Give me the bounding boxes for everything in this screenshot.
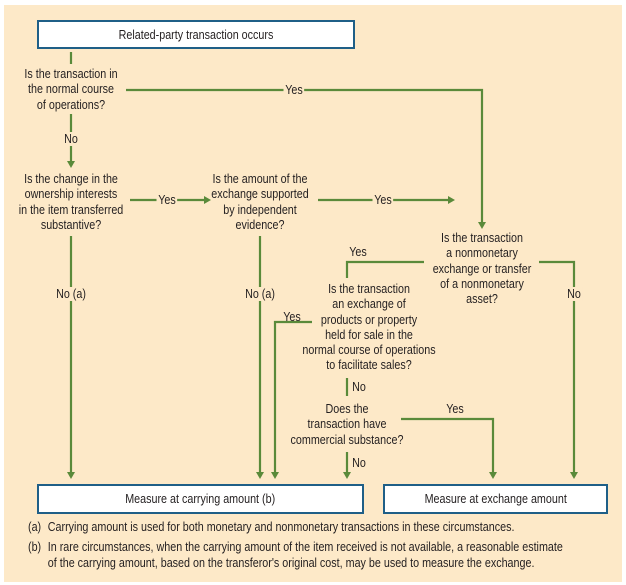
question-line: transaction have (307, 417, 387, 432)
arrowhead-down-icon (343, 472, 351, 479)
question-line: asset? (466, 292, 498, 307)
connector-q6-yes (401, 417, 495, 472)
label-q2-yes: Yes (156, 193, 178, 207)
footnote-key: (a) (28, 520, 42, 534)
outcome-carrying-amount: Measure at carrying amount (b) (37, 484, 364, 514)
start-text: Related-party transaction occurs (118, 27, 274, 42)
label-q5-yes: Yes (283, 310, 301, 324)
footnote-key: (b) (28, 540, 42, 554)
outcome-carrying-text: Measure at carrying amount (b) (125, 492, 276, 506)
label-q4-yes: Yes (349, 245, 367, 259)
footnote-text: Carrying amount is used for both monetar… (47, 520, 515, 534)
arrowhead-right-icon (204, 196, 211, 204)
connector-q1-yes (126, 88, 484, 222)
question-line: commercial substance? (290, 432, 404, 447)
arrowhead-down-icon (67, 161, 75, 168)
connector-q4-yes (345, 260, 424, 278)
footnote-a: (a) Carrying amount is used for both mone… (28, 520, 514, 536)
label-q1-yes: Yes (283, 83, 305, 97)
footnote-b: (b) In rare circumstances, when the carry… (28, 540, 563, 571)
label-q2-no: No (a) (54, 287, 88, 301)
label-q5-no: No (352, 380, 366, 394)
connector-q4-no (539, 260, 576, 472)
question-line: to facilitate sales? (326, 358, 412, 373)
arrowhead-down-icon (67, 472, 75, 479)
question-line: an exchange of (332, 297, 406, 312)
question-line: products or property (320, 312, 418, 327)
question-line: exchange or transfer (432, 261, 532, 276)
arrowhead-right-icon (448, 196, 455, 204)
question-line: of operations? (36, 97, 106, 112)
question-line: of a nonmonetary (440, 276, 524, 291)
start-box: Related-party transaction occurs (37, 20, 355, 49)
question-line: a nonmonetary (446, 246, 518, 261)
label-q3-no: No (a) (243, 287, 277, 301)
arrowhead-down-icon (489, 472, 497, 479)
label-q6-yes: Yes (446, 402, 464, 416)
question-line: Does the (325, 402, 369, 416)
question-line: exchange supported (211, 187, 309, 202)
question-line: by independent (223, 202, 297, 217)
question-line: substantive? (40, 217, 102, 232)
arrowhead-down-icon (570, 472, 578, 479)
connector-q5-yes (273, 320, 312, 472)
question-line: in the item transferred (18, 202, 124, 217)
question-line: normal course of operations (302, 343, 436, 358)
question-line: Is the transaction in (24, 67, 118, 81)
question-line: the normal course (27, 82, 115, 97)
footnote-text: of the carrying amount, based on the tra… (47, 555, 535, 570)
label-q6-no: No (352, 456, 366, 470)
label-q1-no: No (62, 132, 80, 146)
outcome-exchange-text: Measure at exchange amount (424, 492, 567, 506)
arrowhead-down-icon (256, 472, 264, 479)
outcome-exchange-amount: Measure at exchange amount (383, 484, 608, 514)
question-line: Is the transaction (441, 231, 523, 245)
question-line: Is the change in the (24, 172, 118, 186)
arrowhead-down-icon (271, 472, 279, 479)
footnote-text: In rare circumstances, when the carrying… (47, 540, 563, 554)
label-q3-yes: Yes (372, 193, 394, 207)
question-line: evidence? (235, 217, 285, 232)
question-line: ownership interests (24, 187, 118, 202)
question-line: held for sale in the (325, 327, 413, 342)
label-q4-no: No (565, 287, 583, 301)
arrowhead-down-icon (478, 222, 486, 229)
question-line: Is the transaction (328, 282, 410, 296)
question-line: Is the amount of the (212, 172, 308, 186)
